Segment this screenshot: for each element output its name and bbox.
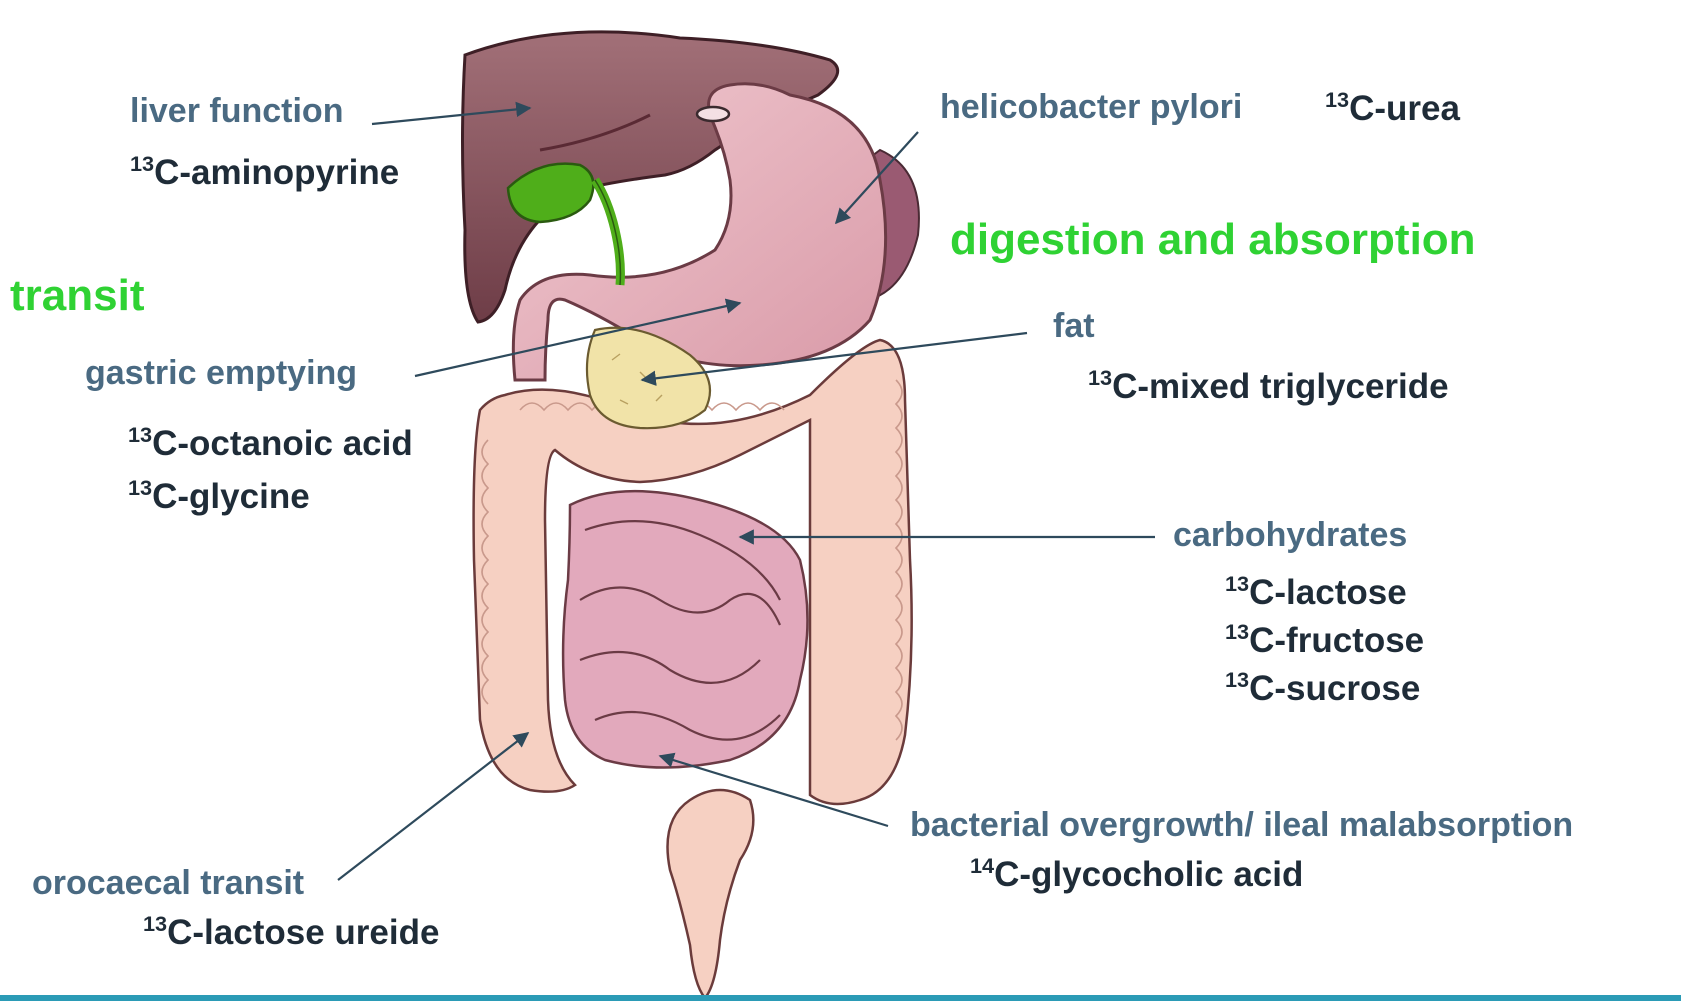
compound-octanoic-acid: 13C-octanoic acid [128,426,413,461]
compound-glycocholic-acid: 14C-glycocholic acid [970,857,1303,892]
arrow-orocaecal [338,733,528,880]
label-carbohydrates: carbohydrates [1173,518,1407,552]
label-helicobacter-pylori: helicobacter pylori [940,90,1242,124]
compound-glycine: 13C-glycine [128,479,310,514]
compound-urea: 13C-urea [1325,91,1460,126]
section-digestion-absorption: digestion and absorption [950,218,1476,262]
compound-sucrose: 13C-sucrose [1225,671,1420,706]
compound-mixed-triglyceride: 13C-mixed triglyceride [1088,369,1449,404]
footer-bar [0,995,1681,1001]
arrow-liver [372,108,530,124]
arrow-hpylori [836,132,918,223]
compound-lactose-ureide: 13C-lactose ureide [143,915,439,950]
arrow-gastric [415,303,740,376]
arrow-fat [642,333,1027,380]
label-orocaecal-transit: orocaecal transit [32,866,304,900]
label-liver-function: liver function [130,94,343,128]
compound-lactose: 13C-lactose [1225,575,1407,610]
compound-fructose: 13C-fructose [1225,623,1424,658]
label-gastric-emptying: gastric emptying [85,356,357,390]
arrow-bacterial [660,756,888,826]
compound-aminopyrine: 13C-aminopyrine [130,155,399,190]
section-transit: transit [10,274,144,318]
label-fat: fat [1053,309,1095,343]
label-bacterial-overgrowth: bacterial overgrowth/ ileal malabsorptio… [910,808,1573,842]
